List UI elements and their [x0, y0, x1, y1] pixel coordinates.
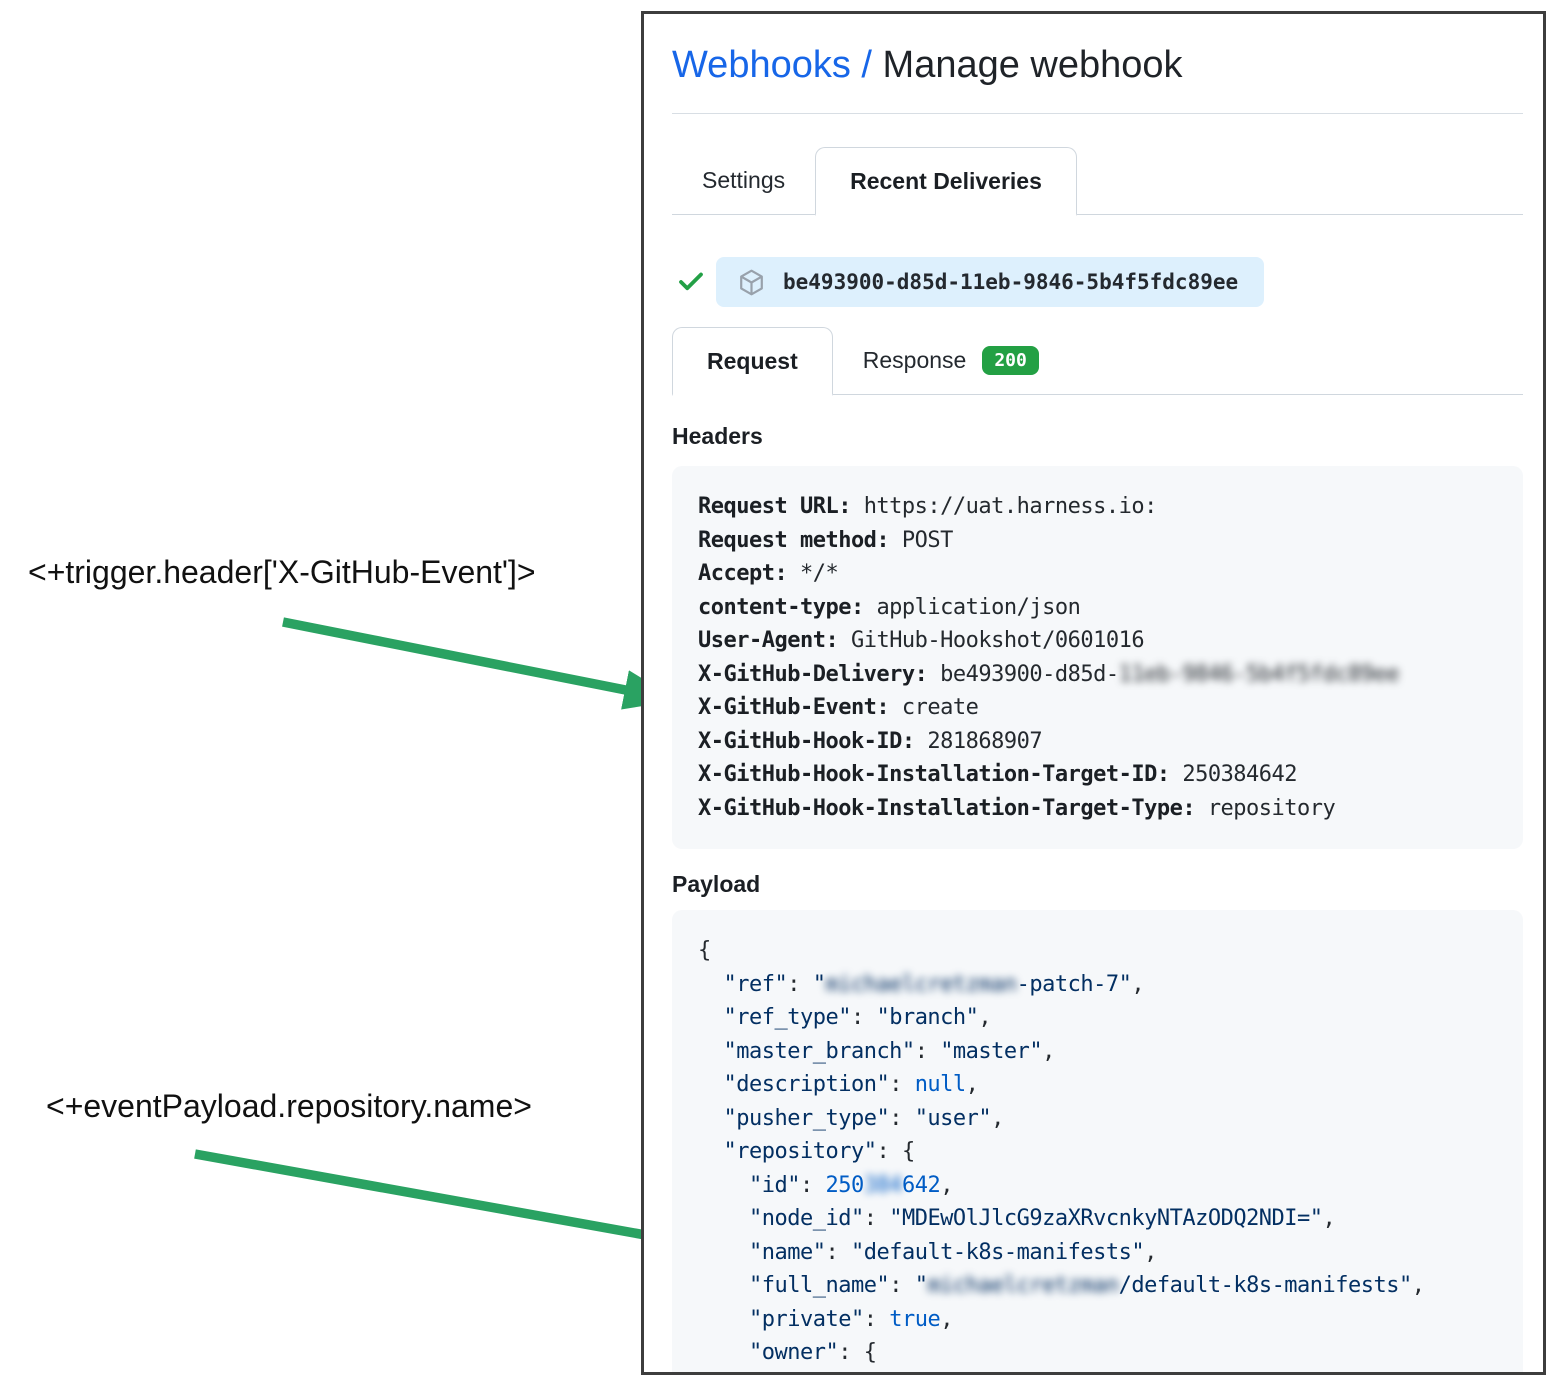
- payload-line: "repository": {: [723, 1139, 916, 1164]
- header-line: User-Agent: GitHub-Hookshot/0601016: [698, 628, 1145, 653]
- header-line: Request URL: https://uat.harness.io:: [698, 494, 1157, 519]
- payload-line: "private": true,: [748, 1306, 953, 1332]
- breadcrumb-separator: /: [850, 44, 883, 86]
- annotation-event-payload-expression: <+eventPayload.repository.name>: [46, 1088, 532, 1124]
- title-divider: [672, 113, 1523, 114]
- payload-line: "id": 250384642,: [748, 1172, 953, 1198]
- header-line: X-GitHub-Hook-ID: 281868907: [698, 728, 1043, 754]
- request-response-tabnav: Request Response 200: [672, 327, 1523, 396]
- headers-box: Request URL: https://uat.harness.io: Requ…: [672, 466, 1523, 849]
- main-tabnav: Settings Recent Deliveries: [672, 147, 1523, 216]
- webhook-panel: Webhooks / Manage webhook Settings Recen…: [641, 11, 1546, 1375]
- payload-title: Payload: [672, 871, 761, 897]
- payload-line: "pusher_type": "user",: [723, 1105, 1005, 1131]
- payload-line: "full_name": "michaelcretzman/default-k8…: [748, 1273, 1425, 1298]
- payload-line: "master_branch": "master",: [723, 1038, 1056, 1064]
- annotation-trigger-header-expression: <+trigger.header['X-GitHub-Event']>: [28, 554, 536, 590]
- delivery-id-pill[interactable]: be493900-d85d-11eb-9846-5b4f5fdc89ee: [716, 257, 1265, 307]
- page-title: Manage webhook: [882, 44, 1183, 86]
- payload-line: "ref": "michaelcretzman-patch-7",: [723, 971, 1145, 997]
- breadcrumb: Webhooks / Manage webhook: [672, 44, 1523, 87]
- tab-request[interactable]: Request: [672, 327, 833, 396]
- payload-line: "owner": {: [748, 1340, 877, 1365]
- breadcrumb-webhooks-link[interactable]: Webhooks: [672, 44, 851, 86]
- tab-settings[interactable]: Settings: [702, 167, 786, 193]
- header-line: content-type: application/json: [698, 594, 1081, 620]
- tab-response-label: Response: [862, 347, 967, 373]
- header-line: Accept: */*: [698, 561, 839, 586]
- payload-line: {: [698, 938, 711, 963]
- annotation-arrow: [282, 617, 678, 710]
- delivery-row: be493900-d85d-11eb-9846-5b4f5fdc89ee: [672, 257, 1523, 307]
- payload-line: "ref_type": "branch",: [723, 1005, 992, 1030]
- header-line: Request method: POST: [698, 527, 953, 553]
- headers-title: Headers: [672, 423, 763, 449]
- payload-line: "description": null,: [723, 1072, 979, 1097]
- delivery-id: be493900-d85d-11eb-9846-5b4f5fdc89ee: [783, 270, 1239, 294]
- package-icon: [740, 269, 763, 295]
- success-check-icon: [679, 272, 703, 291]
- tab-response[interactable]: Response 200: [833, 327, 1069, 394]
- header-line: X-GitHub-Event: create: [698, 695, 979, 720]
- header-line: X-GitHub-Hook-Installation-Target-Type: …: [698, 795, 1336, 821]
- tab-recent-deliveries[interactable]: Recent Deliveries: [815, 147, 1077, 216]
- response-status-badge: 200: [982, 345, 1039, 376]
- payload-box: { "ref": "michaelcretzman-patch-7", "ref…: [672, 910, 1523, 1372]
- header-line: X-GitHub-Hook-Installation-Target-ID: 25…: [698, 762, 1298, 787]
- header-line: X-GitHub-Delivery: be493900-d85d-11eb-98…: [698, 661, 1400, 687]
- payload-line: "name": "default-k8s-manifests",: [748, 1239, 1157, 1265]
- payload-line: "node_id": "MDEwOlJlcG9zaXRvcnkyNTAzODQ2…: [748, 1206, 1336, 1231]
